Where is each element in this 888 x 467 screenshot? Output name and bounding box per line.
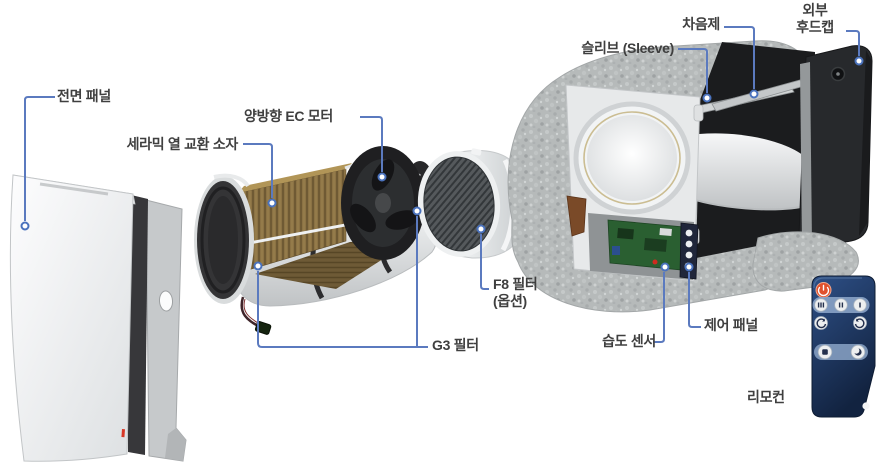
label-remote-control: 리모컨: [747, 389, 785, 405]
label-outdoor-hood-cap: 외부 후드캡: [786, 2, 844, 36]
humidity-sensor-led: [652, 259, 658, 265]
ec-motor-fan: [341, 146, 425, 260]
remote-control-part: [811, 275, 876, 418]
label-front-panel: 전면 패널: [57, 88, 111, 104]
outdoor-hood-cap: [798, 45, 873, 249]
remote-ir-hole: [862, 402, 870, 410]
label-humidity-sensor: 습도 센서: [602, 333, 656, 349]
sleeve-tube: [683, 133, 810, 210]
label-ceramic-element: 세라믹 열 교환 소자: [126, 136, 239, 152]
circuit-board: [607, 219, 685, 271]
label-g3-filter: G3 필터: [432, 337, 479, 353]
night-mode-icon: [850, 344, 866, 360]
sensor-cable: [240, 296, 272, 335]
rotate-ccw-icon: [814, 316, 828, 330]
cartridge-assembly-part: [194, 146, 439, 335]
speed-medium-icon: [834, 298, 848, 312]
rotate-cw-icon: [853, 316, 867, 330]
power-icon: [815, 282, 832, 298]
label-control-panel: 제어 패널: [704, 317, 758, 333]
g3-filter-front: [194, 173, 254, 304]
label-f8-filter: F8 필터 (옵션): [493, 276, 538, 310]
leader-lines: [24, 26, 860, 348]
label-sleeve: 슬리브 (Sleeve): [581, 40, 674, 56]
speed-high-icon: [814, 298, 828, 312]
label-outdoor-hood-line1: 외부: [802, 2, 828, 18]
main-unit-part: [507, 40, 873, 313]
panel-mounting-hole: [158, 290, 174, 312]
day-mode-icon: [817, 344, 833, 360]
label-ec-motor: 양방향 EC 모터: [244, 108, 333, 124]
transformer-component: [566, 195, 587, 237]
label-sound-insulation: 차음제: [682, 16, 720, 32]
duct-bore: [587, 115, 677, 201]
label-f8-line2: (옵션): [493, 293, 527, 309]
label-outdoor-hood-line2: 후드캡: [796, 19, 834, 35]
label-f8-line1: F8 필터: [493, 276, 538, 292]
speed-low-icon: [853, 298, 867, 312]
front-panel-part: [9, 174, 187, 462]
leader-endpoints: [20, 56, 864, 272]
brand-mark: [121, 428, 125, 438]
